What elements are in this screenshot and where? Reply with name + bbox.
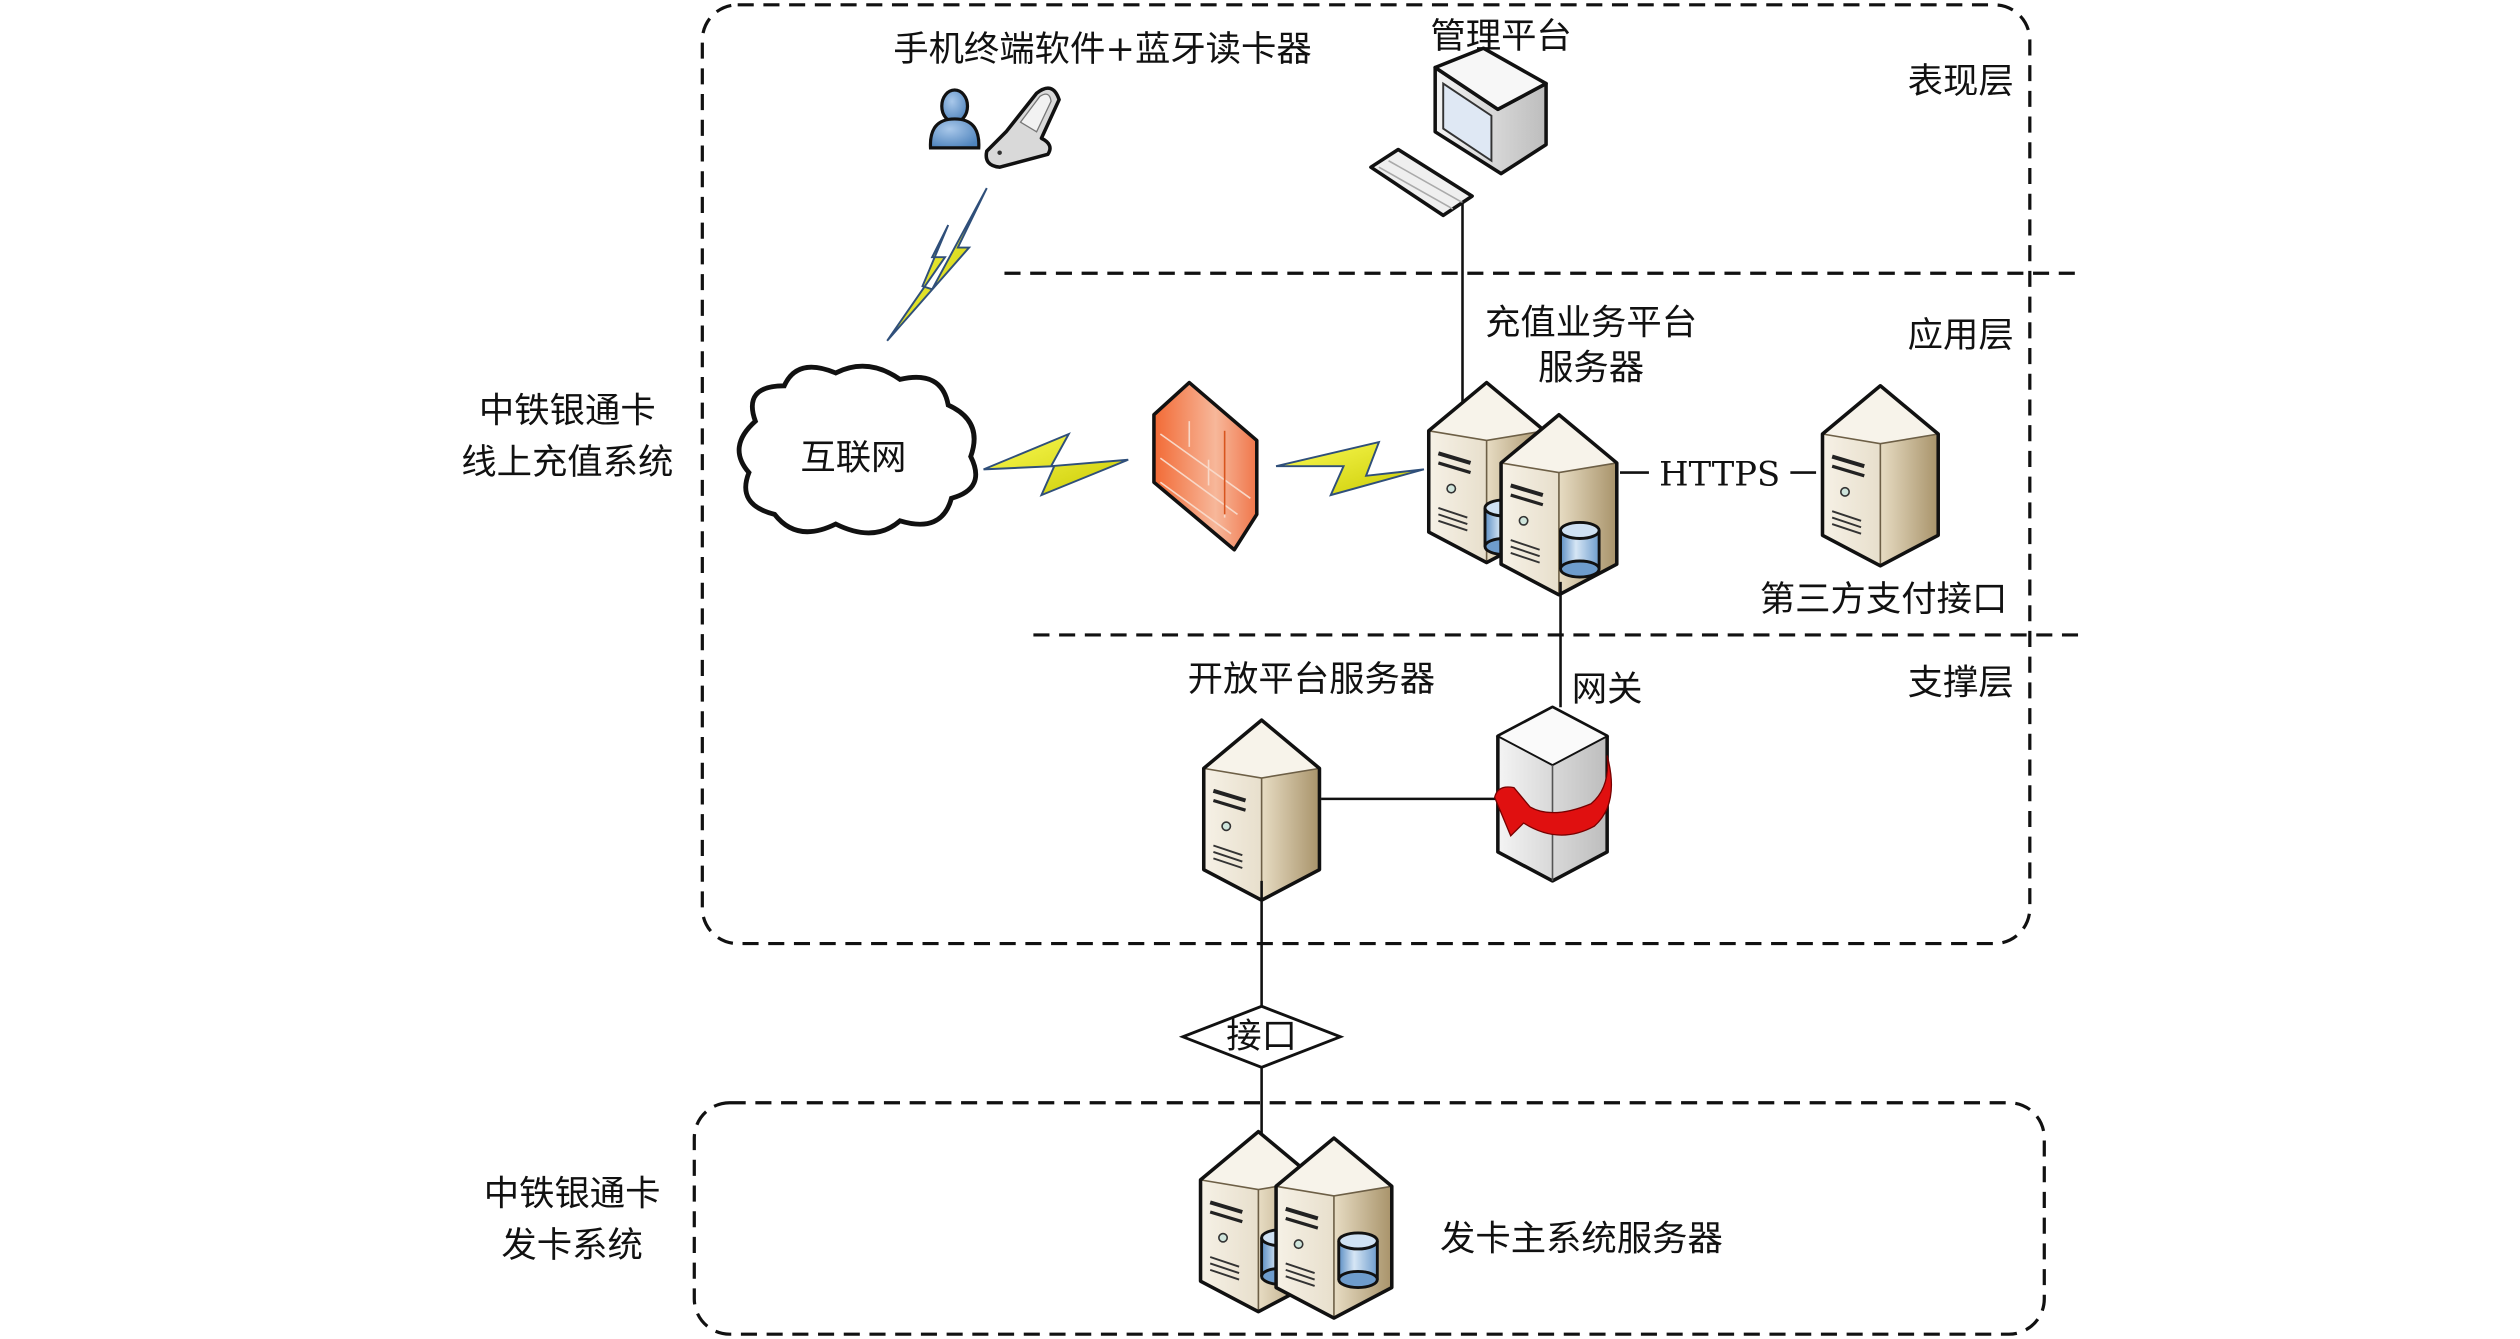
third-party-payment-server-icon [1823,386,1939,566]
card-issuing-server-cluster [1201,1132,1392,1318]
firewall-icon [1152,380,1259,552]
gateway-label: 网关 [1572,669,1643,710]
presentation-layer-label: 表现层 [1908,61,2014,102]
interface-label: 接口 [1226,1016,1297,1057]
internet-label: 互联网 [800,437,906,478]
application-layer-label: 应用层 [1908,315,2014,356]
recharge-server-label-line2: 服务器 [1538,347,1644,388]
lightning-link-internet-firewall [983,432,1129,497]
wireless-link-icon [886,187,988,342]
gateway-icon [1493,705,1613,883]
management-platform-label: 管理平台 [1430,16,1571,57]
database-icon [1559,520,1601,579]
recharge-platform-server-cluster [1429,383,1617,595]
online-recharge-system-label-line1: 中铁银通卡 [479,391,656,432]
third-party-payment-label: 第三方支付接口 [1760,579,2008,620]
mobile-client-label: 手机终端软件+蓝牙读卡器 [893,29,1312,70]
gateway-routing-arrow-icon [1493,755,1613,838]
https-label: HTTPS [1659,454,1780,493]
lightning-link-firewall-server [1275,440,1425,497]
card-issuing-server-label: 发卡主系统服务器 [1440,1219,1723,1260]
card-issuing-system-label-line1: 中铁银通卡 [484,1174,661,1215]
keyboard-icon [1369,147,1474,218]
online-recharge-system-boundary [700,3,2032,946]
internet-cloud-icon [736,363,978,536]
support-layer-label: 支撑层 [1908,662,2014,703]
online-recharge-system-label-line2: 线上充值系统 [461,442,673,483]
recharge-server-label-line1: 充值业务平台 [1485,302,1697,343]
open-platform-server-icon [1204,720,1320,900]
mobile-phone-icon [984,86,1061,169]
database-icon [1337,1231,1379,1290]
user-icon [928,88,981,150]
workstation-icon [1433,46,1548,176]
card-issuing-system-label-line2: 发卡系统 [501,1225,642,1266]
open-platform-server-label: 开放平台服务器 [1188,659,1436,700]
card-issuing-system-boundary [692,1101,2046,1336]
